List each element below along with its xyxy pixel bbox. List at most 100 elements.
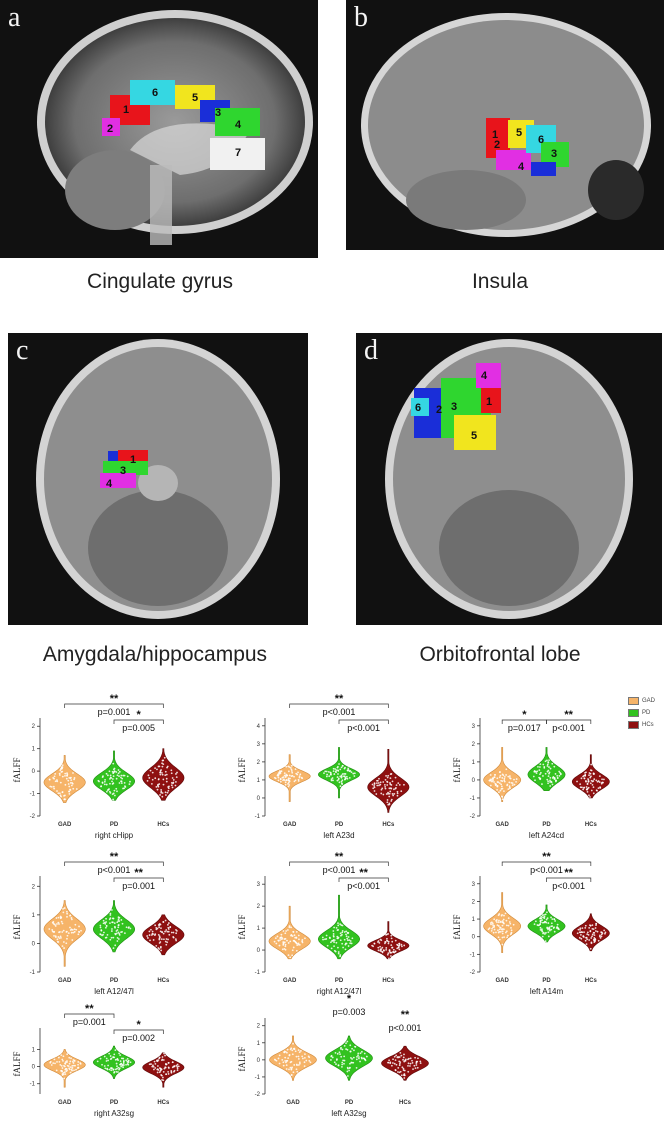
data-point bbox=[173, 1070, 175, 1073]
data-point bbox=[381, 951, 384, 954]
data-point bbox=[121, 930, 123, 933]
data-point bbox=[73, 930, 76, 933]
data-point bbox=[117, 1071, 119, 1073]
data-point bbox=[297, 780, 300, 782]
p-value-label: p<0.001 bbox=[389, 1023, 422, 1033]
data-point bbox=[103, 783, 106, 786]
data-point bbox=[64, 1062, 67, 1065]
data-point bbox=[167, 787, 170, 790]
data-point bbox=[603, 929, 606, 932]
data-point bbox=[495, 931, 497, 934]
data-point bbox=[167, 789, 170, 792]
data-point bbox=[498, 928, 501, 931]
data-point bbox=[172, 936, 175, 938]
data-point bbox=[57, 792, 60, 795]
data-point bbox=[400, 943, 403, 946]
data-point bbox=[175, 932, 178, 935]
data-point bbox=[551, 762, 554, 765]
data-point bbox=[127, 927, 130, 929]
points-hcs bbox=[576, 763, 605, 798]
data-point bbox=[168, 785, 170, 788]
data-point bbox=[120, 1062, 123, 1065]
data-point bbox=[363, 1052, 366, 1055]
x-tick-label: HCs bbox=[399, 1100, 412, 1106]
data-point bbox=[490, 923, 492, 926]
data-point bbox=[57, 1056, 60, 1059]
y-tick-label: 0 bbox=[257, 1058, 261, 1064]
data-point bbox=[106, 1067, 109, 1070]
data-point bbox=[403, 1077, 406, 1079]
data-point bbox=[594, 940, 596, 943]
data-point bbox=[590, 763, 593, 766]
data-point bbox=[286, 939, 288, 942]
x-axis-label: right A12/47l bbox=[317, 987, 362, 996]
data-point bbox=[61, 775, 64, 778]
data-point bbox=[122, 774, 125, 777]
data-point bbox=[74, 923, 77, 926]
data-point bbox=[119, 1063, 121, 1066]
x-tick-label: GAD bbox=[495, 978, 509, 984]
data-point bbox=[338, 763, 340, 765]
p-value-label: p=0.001 bbox=[122, 881, 155, 891]
data-point bbox=[364, 1059, 367, 1062]
data-point bbox=[580, 933, 582, 936]
data-point bbox=[170, 931, 173, 934]
data-point bbox=[161, 931, 164, 934]
data-point bbox=[59, 930, 61, 933]
data-point bbox=[539, 926, 542, 929]
data-point bbox=[104, 779, 106, 781]
data-point bbox=[576, 780, 578, 783]
data-point bbox=[117, 772, 120, 775]
data-point bbox=[337, 778, 340, 781]
data-point bbox=[164, 791, 167, 794]
data-point bbox=[584, 774, 587, 777]
data-point bbox=[109, 782, 111, 785]
data-point bbox=[295, 930, 298, 933]
data-point bbox=[122, 1062, 125, 1065]
data-point bbox=[162, 778, 165, 781]
data-point bbox=[274, 937, 277, 940]
y-tick-label: 0 bbox=[32, 941, 36, 947]
data-point bbox=[170, 1070, 173, 1073]
x-tick-label: GAD bbox=[58, 978, 72, 984]
data-point bbox=[359, 1052, 362, 1055]
data-point bbox=[401, 1066, 404, 1069]
data-point bbox=[358, 1056, 360, 1058]
data-point bbox=[56, 923, 58, 925]
data-point bbox=[577, 928, 580, 931]
data-point bbox=[590, 789, 593, 792]
data-point bbox=[151, 932, 154, 935]
data-point bbox=[601, 778, 603, 781]
data-point bbox=[65, 910, 68, 913]
data-point bbox=[102, 922, 105, 925]
data-point bbox=[284, 1056, 287, 1059]
data-point bbox=[388, 957, 390, 960]
data-point bbox=[358, 1057, 360, 1060]
data-point bbox=[301, 941, 304, 944]
panel-letter-b: b bbox=[354, 2, 368, 33]
data-point bbox=[157, 933, 160, 936]
y-tick-label: 2 bbox=[257, 1024, 261, 1030]
y-tick-label: 1 bbox=[32, 1047, 36, 1053]
data-point bbox=[112, 771, 115, 774]
significance-stars: ** bbox=[335, 693, 344, 705]
data-point bbox=[380, 792, 383, 795]
data-point bbox=[412, 1068, 414, 1071]
p-value-label: p<0.001 bbox=[323, 865, 356, 875]
points-pd bbox=[323, 763, 356, 788]
data-point bbox=[62, 929, 65, 932]
data-point bbox=[400, 1074, 403, 1077]
svg-text:5: 5 bbox=[192, 92, 198, 104]
data-point bbox=[509, 787, 511, 790]
data-point bbox=[161, 765, 164, 768]
data-point bbox=[551, 925, 554, 928]
data-point bbox=[122, 1057, 125, 1060]
data-point bbox=[60, 771, 63, 773]
data-point bbox=[111, 780, 113, 783]
data-point bbox=[111, 921, 114, 924]
data-point bbox=[345, 930, 348, 933]
data-point bbox=[172, 781, 175, 784]
data-point bbox=[500, 783, 503, 786]
data-point bbox=[498, 771, 501, 774]
x-tick-label: HCs bbox=[157, 978, 170, 984]
